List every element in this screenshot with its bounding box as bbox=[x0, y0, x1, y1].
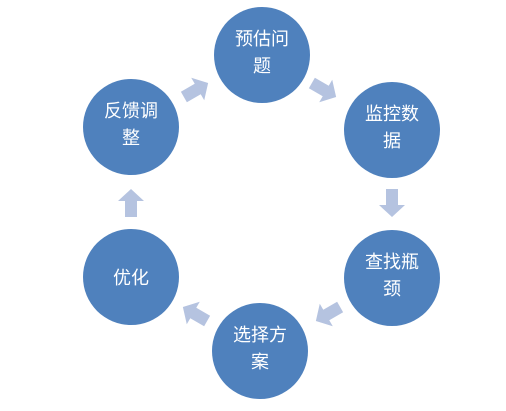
node-choose-solution-circle bbox=[212, 303, 308, 399]
node-estimate-problem-circle bbox=[214, 7, 310, 103]
arrow-monitor-to-bottleneck bbox=[379, 189, 405, 217]
arrow-estimate-to-monitor bbox=[308, 77, 337, 103]
node-find-bottleneck-circle bbox=[344, 230, 440, 326]
node-estimate-problem-label-line1: 预估问 bbox=[235, 29, 289, 50]
node-feedback-adjust: 反馈调 整 bbox=[83, 79, 179, 175]
node-feedback-adjust-label-line2: 整 bbox=[122, 128, 140, 149]
node-monitor-data-circle bbox=[344, 82, 440, 178]
node-feedback-adjust-label-line1: 反馈调 bbox=[104, 101, 158, 122]
node-choose-solution: 选择方 案 bbox=[212, 303, 308, 399]
node-optimize-label-line1: 优化 bbox=[113, 268, 149, 289]
node-feedback-adjust-circle bbox=[83, 79, 179, 175]
node-estimate-problem-label-line2: 题 bbox=[253, 56, 271, 77]
node-estimate-problem: 预估问 题 bbox=[214, 7, 310, 103]
arrow-feedback-to-estimate bbox=[180, 77, 209, 103]
arrow-optimize-to-feedback bbox=[118, 189, 144, 217]
node-monitor-data: 监控数 据 bbox=[344, 82, 440, 178]
node-monitor-data-label-line2: 据 bbox=[383, 131, 401, 152]
node-find-bottleneck: 查找瓶 颈 bbox=[344, 230, 440, 326]
arrow-solution-to-optimize bbox=[182, 301, 211, 327]
node-choose-solution-label-line2: 案 bbox=[251, 352, 269, 373]
node-find-bottleneck-label-line1: 查找瓶 bbox=[365, 252, 419, 273]
node-optimize-circle bbox=[83, 229, 179, 325]
node-monitor-data-label-line1: 监控数 bbox=[365, 104, 419, 125]
node-choose-solution-label-line1: 选择方 bbox=[233, 325, 287, 346]
node-optimize: 优化 bbox=[83, 229, 179, 325]
node-find-bottleneck-label-line2: 颈 bbox=[383, 279, 401, 300]
arrow-bottleneck-to-solution bbox=[315, 301, 344, 327]
